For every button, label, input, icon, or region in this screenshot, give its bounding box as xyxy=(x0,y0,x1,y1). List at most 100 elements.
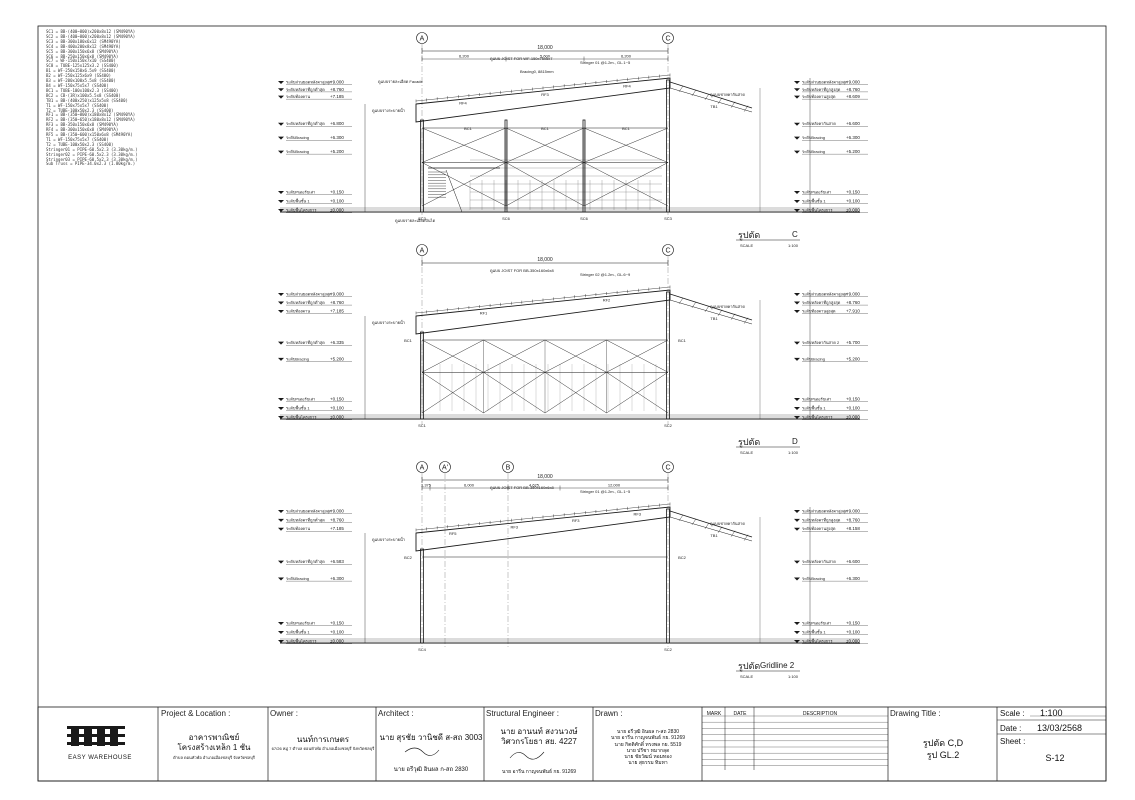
project-name: อาคารพาณิชย์ xyxy=(188,733,240,742)
level-marker-left xyxy=(278,209,284,212)
section-scale-label: SCALE xyxy=(740,674,753,679)
level-value-left: +5.200 xyxy=(330,356,344,361)
legend-line: RF3 = BB-350x150x6x8 (SM490YA) xyxy=(46,122,119,128)
level-label-right: ระดับพื้นโครงการ xyxy=(802,637,833,644)
roof-rafter xyxy=(415,289,671,335)
rafter-label: RF3 xyxy=(541,92,549,97)
level-value-left: +8.760 xyxy=(330,87,344,92)
level-label-right: ระดับส่วนยอดหลังคาสูงสุด xyxy=(802,292,848,298)
level-value-right: +9.000 xyxy=(846,292,860,297)
level-label-left: ระดับหลังคาที่ถูกต่ำสุด xyxy=(286,87,325,93)
eave-truss-web xyxy=(730,530,736,537)
joist-note: ดูแบบ JOIST FOR BB-350x160x6x8 xyxy=(490,485,555,491)
legend-line: T1 = WF-150x75x5x7 (SS400) xyxy=(46,102,109,108)
level-label-left: ระดับหลังคาที่ถูกต่ำสุด xyxy=(286,559,325,565)
level-value-left: +6.300 xyxy=(330,576,344,581)
level-marker-left xyxy=(278,407,284,410)
level-marker-right xyxy=(794,518,800,522)
level-marker-right xyxy=(794,510,800,513)
eave-canopy-bottom xyxy=(669,87,753,113)
roof-rafter xyxy=(415,506,671,552)
grid-bubble xyxy=(662,244,674,256)
stair-note: ดูแบบรายละเอียดบันได xyxy=(395,218,436,224)
cross-bracing xyxy=(606,372,669,414)
total-dimension: 18,000 xyxy=(537,257,553,263)
architect-sub: นาย อรีวุฒิ อินผล ก-สถ 2830 xyxy=(393,767,469,773)
level-label-left: ระดับพื้นชั้น 1 xyxy=(286,628,310,635)
member-schedule-legend: SC1 = BB-(400~800)x200x8x12 (SM490YA)SC2… xyxy=(46,29,138,167)
level-marker-right xyxy=(794,309,800,313)
legend-line: RF2 = BB-(350~650)x180x8x12 (SM490YA) xyxy=(46,117,136,123)
legend-line: T2 = TUBE-100x50x2.3 (SS400) xyxy=(46,107,114,113)
level-label-right: ระดับส่วนยอดหลังคาสูงสุด xyxy=(802,80,848,86)
level-label-left: ระดับหลังคาที่ถูกต่ำสุด xyxy=(286,517,325,523)
column-label: SC1 xyxy=(418,423,427,428)
level-label-left: ระดับท้องคาน xyxy=(286,526,310,531)
joist-note: ดูแบบ JOIST FOR BB-350x160x6x8 xyxy=(490,268,555,274)
rafter-label: RF5 xyxy=(449,531,457,536)
rafter-label: RF3 xyxy=(510,524,518,529)
drawn-name: นาย สุธรรม ทิมทา xyxy=(628,760,668,767)
level-label-right: ระดับพื้นชั้น 1 xyxy=(802,404,826,411)
steel-column xyxy=(504,119,508,213)
rafter-label: RF4 xyxy=(459,101,467,106)
eave-truss-web xyxy=(717,309,723,316)
engineer-signature xyxy=(509,751,545,760)
level-label-left: ระดับBracing xyxy=(286,356,309,361)
sub-dimension: 4,625 xyxy=(529,483,540,488)
sub-dimension: 6,200 xyxy=(459,54,470,59)
section-title: รูปตัด xyxy=(738,437,760,448)
engineer-license: วิศวกรโยธา สย. 4227 xyxy=(501,737,577,746)
level-label-left: ระดับหลังคาที่ถูกต่ำสุด xyxy=(286,121,325,127)
legend-line: BC2 = CB-(3R)x100x5.5x8 (SS400) xyxy=(46,92,121,98)
stringer-note: Stringer 01 @1.2m., GL.1~5 xyxy=(580,60,631,65)
level-marker-right xyxy=(794,122,800,126)
level-value-right: +9.000 xyxy=(846,509,860,514)
level-label-right: ระดับPlateรับเสา xyxy=(802,621,831,626)
beam-label: BC1 xyxy=(404,338,413,343)
level-value-right: +5.700 xyxy=(846,340,860,345)
level-marker-left xyxy=(278,416,284,419)
eave-label: TB1 xyxy=(710,533,718,538)
level-marker-left xyxy=(278,341,284,345)
level-value-right: +8.760 xyxy=(846,300,860,305)
grid-bubble xyxy=(439,461,451,473)
sheet-value: S-12 xyxy=(1045,753,1065,763)
level-label-left: ระดับพื้นโครงการ xyxy=(286,206,317,213)
eave-truss-web xyxy=(730,101,736,108)
legend-line: Stringer01 = PIPE-60.5x2.3 (3.30kg/m.) xyxy=(46,146,138,152)
column-label: SC3 xyxy=(664,216,673,221)
facade-note: ดูแบบรายละเอียด Facade xyxy=(378,79,424,85)
section-letter: Gridline 2 xyxy=(760,661,795,670)
legend-line: B1 = WF-250x150x6.5x9 (SS400) xyxy=(46,68,116,74)
steel-column xyxy=(420,331,424,420)
level-label-left: ระดับPlateรับเสา xyxy=(286,621,315,626)
drawn-header: Drawn : xyxy=(595,709,623,718)
level-value-right: +8.158 xyxy=(846,526,860,531)
eave-canopy-bottom xyxy=(669,299,753,325)
level-label-left: ระดับพื้นโครงการ xyxy=(286,413,317,420)
grid-label: A' xyxy=(442,465,448,472)
drawn-name: นาย กิตติศักดิ์ ทรงพล กย. 5519 xyxy=(614,741,682,748)
level-label-left: ระดับพื้นชั้น 1 xyxy=(286,197,310,204)
cross-bracing xyxy=(421,127,507,163)
logo-text: EASY WAREHOUSE xyxy=(68,755,132,761)
level-label-right: ระดับBracing xyxy=(802,356,825,361)
eave-canopy-bottom xyxy=(669,516,753,542)
level-label-right: ระดับBracing xyxy=(802,149,825,154)
eave-truss-web xyxy=(730,313,736,320)
rafter-label: RF3 xyxy=(572,518,580,523)
column-label: SC6 xyxy=(502,216,511,221)
level-marker-right xyxy=(794,81,800,84)
eave-truss-web xyxy=(704,522,710,529)
level-marker-left xyxy=(278,95,284,99)
level-value-left: +9.000 xyxy=(330,292,344,297)
eave-note: ดูแบบชายคากันสาด xyxy=(710,521,745,527)
beam-label: BC1 xyxy=(622,126,631,131)
gutter-note: ดูแบบรางระบายน้ำ xyxy=(372,535,405,543)
engineer-header: Structural Engineer : xyxy=(486,709,559,718)
legend-line: B2 = WF-250x125x6x9 (SS400) xyxy=(46,73,112,79)
level-value-right: +0.150 xyxy=(846,621,860,626)
sheet-label: Sheet : xyxy=(1000,737,1026,746)
level-label-left: ระดับBracing xyxy=(286,135,309,140)
